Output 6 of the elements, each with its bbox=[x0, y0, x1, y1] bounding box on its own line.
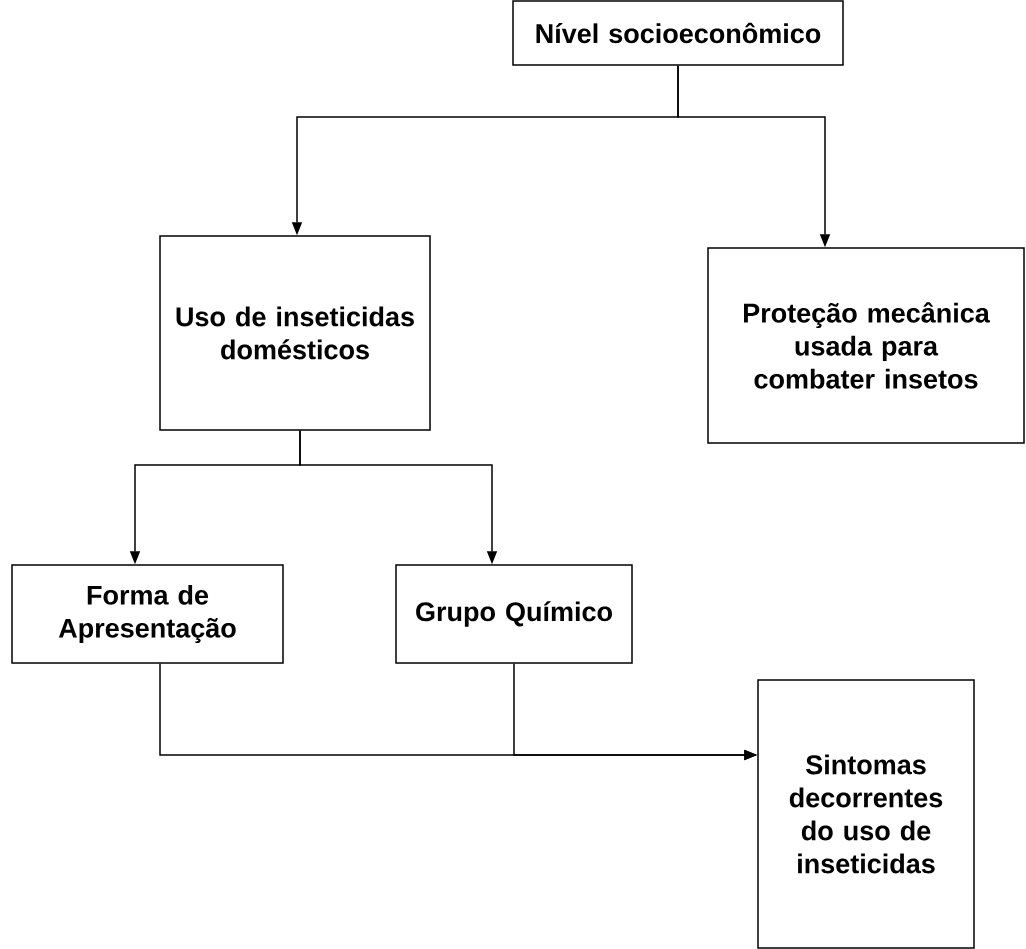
process-box: Nível socioeconômico bbox=[512, 0, 844, 66]
process-box: Grupo Químico bbox=[395, 564, 633, 664]
process-box: Proteção mecânica usada para combater insetos bbox=[707, 247, 1025, 444]
process-box: Forma de Apresentação bbox=[11, 564, 284, 664]
process-box: Sintomas decorrentes do uso de inseticidas bbox=[757, 679, 975, 949]
process-box: Uso de inseticidas domésticos bbox=[159, 235, 431, 431]
